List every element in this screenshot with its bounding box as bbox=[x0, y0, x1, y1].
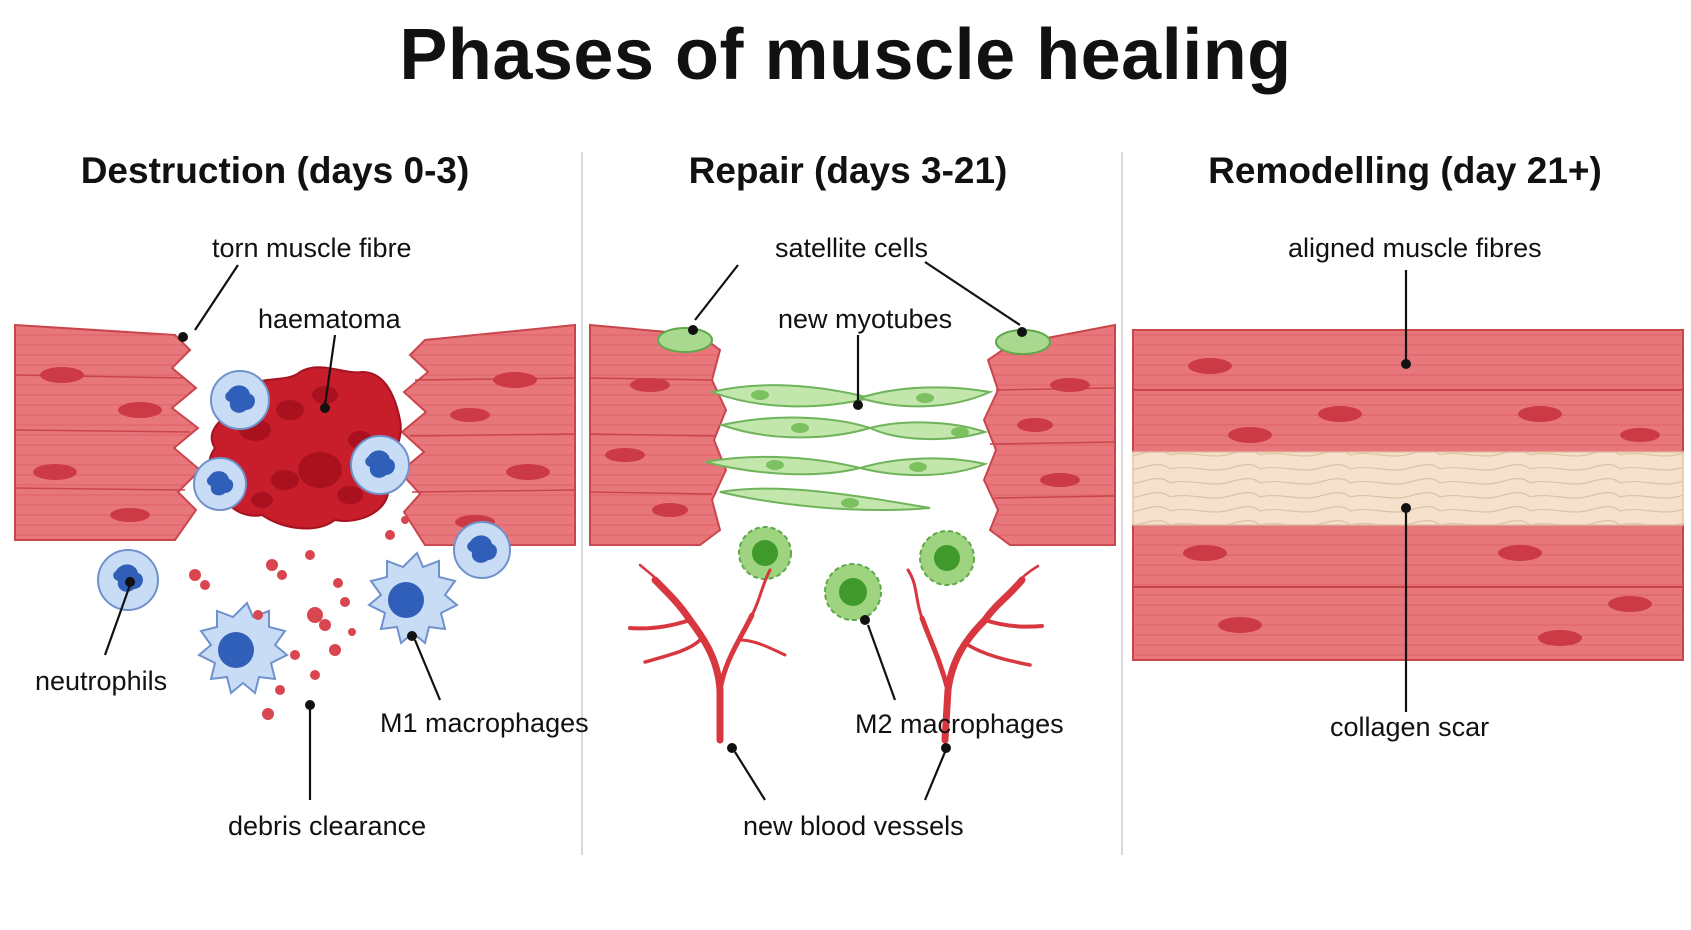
label-satellite-cells: satellite cells bbox=[775, 233, 928, 263]
repair-panel: satellite cells new myotubes M2 macropha… bbox=[589, 233, 1116, 841]
aligned-muscle-fibres bbox=[1132, 329, 1684, 661]
panel-repair-heading: Repair (days 3-21) bbox=[688, 150, 1008, 191]
neutrophil-cells bbox=[97, 370, 511, 611]
debris-fragments bbox=[189, 516, 409, 720]
new-myotubes bbox=[704, 384, 994, 511]
m1-macrophage-cells bbox=[197, 551, 459, 695]
repair-fibre-right bbox=[982, 323, 1116, 546]
m2-macrophage-cells bbox=[738, 526, 975, 621]
repair-fibre-left bbox=[589, 323, 728, 546]
label-debris-clearance: debris clearance bbox=[228, 811, 426, 841]
label-haematoma: haematoma bbox=[258, 304, 402, 334]
destruction-panel: torn muscle fibre haematoma neutrophils … bbox=[14, 233, 589, 841]
label-collagen-scar: collagen scar bbox=[1330, 712, 1489, 742]
label-new-blood-vessels: new blood vessels bbox=[743, 811, 964, 841]
label-new-myotubes: new myotubes bbox=[778, 304, 952, 334]
panel-destruction-heading: Destruction (days 0-3) bbox=[80, 150, 470, 191]
page-title: Phases of muscle healing bbox=[399, 15, 1292, 95]
collagen-scar-band bbox=[1132, 451, 1684, 526]
label-m2-macrophages: M2 macrophages bbox=[855, 709, 1064, 739]
label-aligned-muscle-fibres: aligned muscle fibres bbox=[1288, 233, 1542, 263]
remodelling-panel: aligned muscle fibres collagen scar bbox=[1132, 233, 1684, 742]
new-blood-vessels bbox=[628, 563, 1044, 744]
satellite-cells bbox=[657, 327, 1051, 355]
panel-remodelling-heading: Remodelling (day 21+) bbox=[1208, 150, 1602, 191]
label-torn-muscle-fibre: torn muscle fibre bbox=[212, 233, 412, 263]
label-neutrophils: neutrophils bbox=[35, 666, 167, 696]
torn-fibre-left bbox=[14, 323, 202, 541]
label-m1-macrophages: M1 macrophages bbox=[380, 708, 589, 738]
torn-fibre-right bbox=[398, 323, 576, 546]
